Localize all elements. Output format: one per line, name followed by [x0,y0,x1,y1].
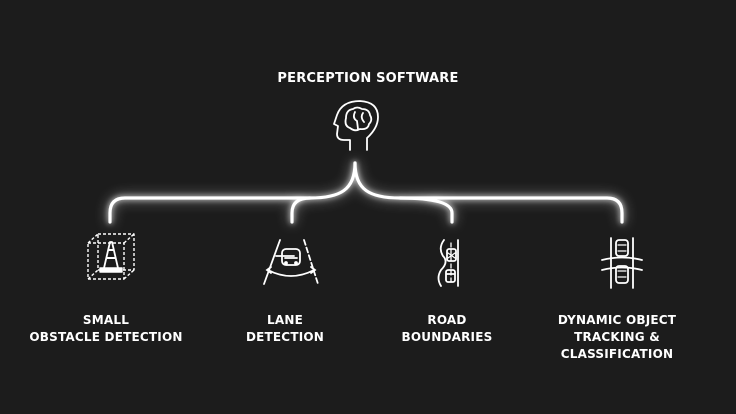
vehicle-tracking-icon [601,237,643,289]
connector-drop-lane [290,196,312,224]
node-label-road-boundaries: ROAD BOUNDARIES [382,312,512,346]
node-label-lane-detection: LANE DETECTION [220,312,350,346]
node-label-small-obstacle: SMALL OBSTACLE DETECTION [26,312,186,346]
label-line: BOUNDARIES [401,330,493,344]
label-line: ROAD [427,313,467,327]
label-line: DETECTION [245,330,325,344]
connector-branch-right [353,161,624,224]
node-label-dynamic-object: DYNAMIC OBJECT TRACKING & CLASSIFICATION [542,312,692,363]
road-boundary-icon [437,239,459,287]
label-line: OBSTACLE DETECTION [29,330,183,344]
connector-tree [108,161,624,224]
label-line: DYNAMIC OBJECT [557,313,677,327]
label-line: TRACKING & [574,330,660,344]
label-line: LANE [267,313,303,327]
label-line: CLASSIFICATION [560,347,674,361]
traffic-cone-box-icon [87,233,135,280]
brain-head-icon [333,100,379,151]
label-line: SMALL [82,313,130,327]
lane-car-icon [263,239,319,285]
connector-drop-road [398,196,454,224]
diagram-title: PERCEPTION SOFTWARE [277,71,459,86]
connector-branch-left [108,161,357,224]
